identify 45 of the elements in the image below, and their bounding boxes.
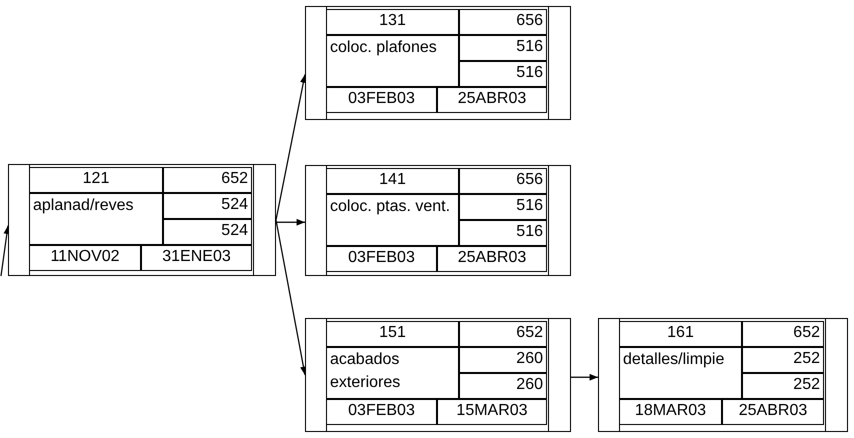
duration-value: 260 xyxy=(459,373,547,399)
activity-number: 121 xyxy=(29,167,163,193)
start-date: 03FEB03 xyxy=(326,246,437,272)
activity-number: 151 xyxy=(326,321,459,347)
arrow xyxy=(0,226,10,276)
duration-value: 252 xyxy=(742,373,824,399)
activity-card xyxy=(8,164,276,276)
duration-value: 656 xyxy=(459,9,547,35)
arrow xyxy=(571,374,598,381)
activity-number: 131 xyxy=(326,9,459,35)
activity-number: 141 xyxy=(326,168,459,194)
arrow xyxy=(275,220,307,376)
duration-value: 652 xyxy=(742,321,824,347)
duration-value: 516 xyxy=(459,35,547,61)
activity-name: coloc. ptas. vent. xyxy=(326,194,459,246)
activity-card xyxy=(305,318,571,432)
duration-value: 656 xyxy=(459,168,547,194)
duration-value: 516 xyxy=(459,194,547,220)
duration-value: 524 xyxy=(163,193,252,219)
duration-value: 252 xyxy=(742,347,824,373)
duration-value: 652 xyxy=(163,167,252,193)
activity-name: coloc. plafones xyxy=(326,35,459,87)
activity-name: detalles/limpie xyxy=(619,347,742,399)
duration-value: 260 xyxy=(459,347,547,373)
activity-card xyxy=(305,6,571,120)
duration-value: 516 xyxy=(459,61,547,87)
end-date: 31ENE03 xyxy=(141,245,252,271)
activity-card xyxy=(305,165,571,276)
arrow xyxy=(276,218,305,226)
activity-number: 161 xyxy=(619,321,742,347)
arrow xyxy=(275,74,307,220)
duration-value: 524 xyxy=(163,219,252,245)
activity-name: acabados exteriores xyxy=(326,347,459,399)
activity-name: aplanad/reves xyxy=(29,193,163,245)
end-date: 25ABR03 xyxy=(437,246,547,272)
start-date: 18MAR03 xyxy=(619,399,722,425)
start-date: 03FEB03 xyxy=(326,399,437,425)
end-date: 15MAR03 xyxy=(437,399,547,425)
start-date: 11NOV02 xyxy=(29,245,141,271)
activity-card xyxy=(598,318,848,432)
duration-value: 652 xyxy=(459,321,547,347)
start-date: 03FEB03 xyxy=(326,87,437,113)
duration-value: 516 xyxy=(459,220,547,246)
end-date: 25ABR03 xyxy=(437,87,547,113)
end-date: 25ABR03 xyxy=(722,399,824,425)
